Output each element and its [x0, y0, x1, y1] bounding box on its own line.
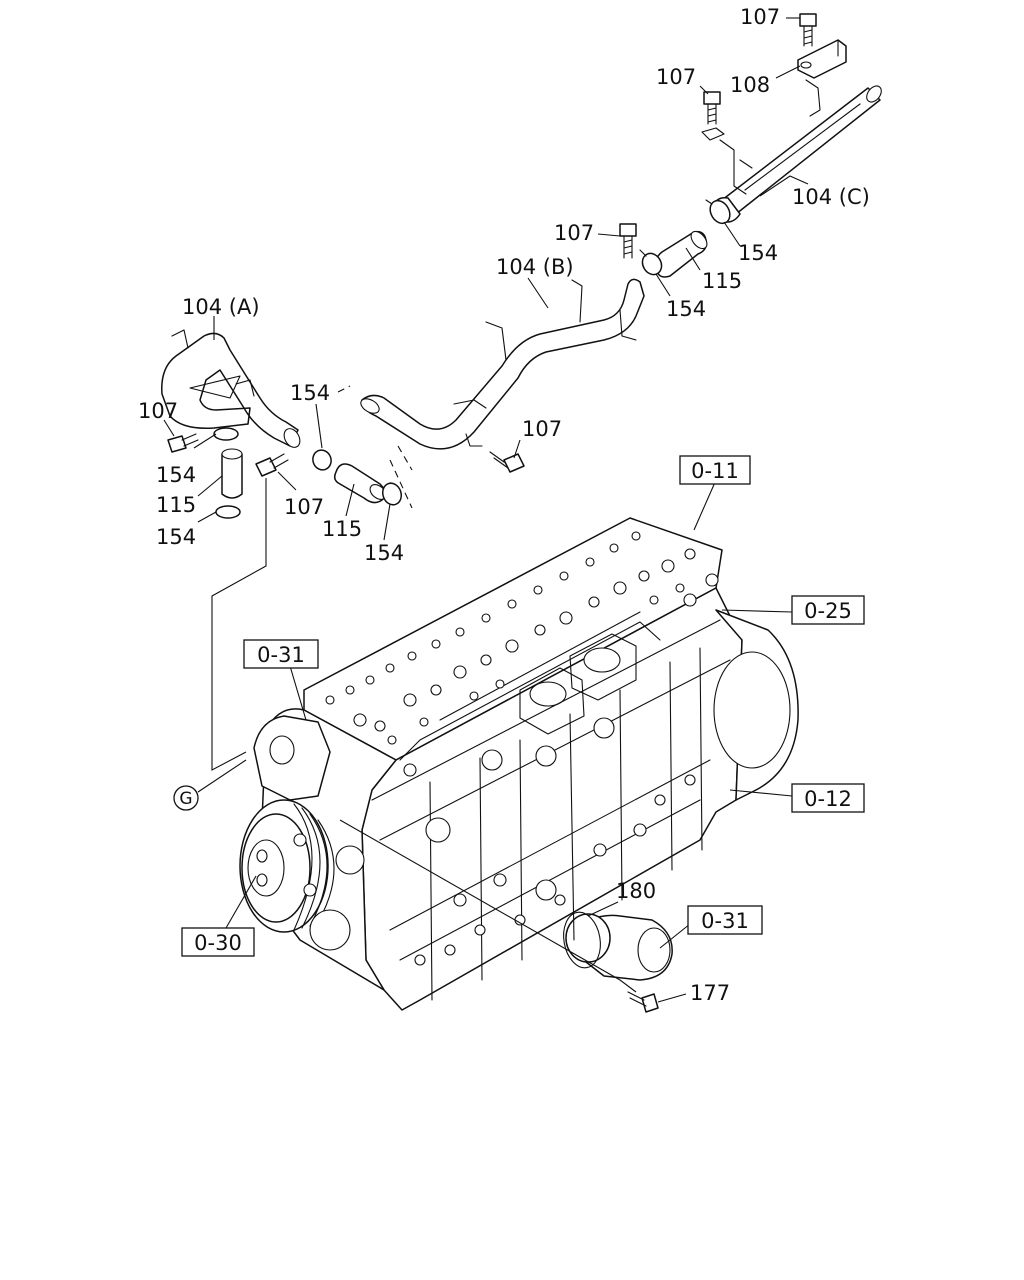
bolt-107-b	[619, 223, 637, 259]
label-154-a-top: 154	[156, 463, 196, 487]
ref-box-0-11: 0-11	[679, 455, 751, 485]
ref-box-0-31-right: 0-31	[687, 905, 763, 935]
pipe-104b	[360, 278, 645, 450]
label-177: 177	[690, 981, 730, 1005]
label-115-b: 115	[702, 269, 742, 293]
label-115-a: 115	[156, 493, 196, 517]
ref-0-25: 0-25	[804, 599, 852, 623]
bolt-107-upper	[701, 91, 725, 141]
clamp-154-upper-right	[705, 199, 731, 225]
label-154-mid-bot: 154	[364, 541, 404, 565]
label-115-mid: 115	[322, 517, 362, 541]
g-marker: G	[173, 785, 199, 811]
label-107-left: 107	[138, 399, 178, 423]
bolt-107-a	[255, 453, 289, 477]
label-154-a-bot: 154	[156, 525, 196, 549]
ref-box-0-25: 0-25	[791, 595, 865, 625]
label-107-upper: 107	[656, 65, 696, 89]
gasket-180	[563, 911, 601, 969]
label-107-a-bolt: 107	[284, 495, 324, 519]
g-leader	[211, 478, 267, 771]
bolt-107-right	[489, 451, 525, 473]
label-154-c: 154	[738, 241, 778, 265]
clamp-154-upper-left	[639, 249, 663, 276]
label-154-mid: 154	[290, 381, 330, 405]
label-104a: 104 (A)	[182, 295, 260, 319]
ref-box-0-30: 0-30	[181, 927, 255, 957]
clamp-154-mid	[312, 449, 332, 471]
pipe-104a	[161, 329, 301, 448]
hose-115-a	[221, 448, 243, 499]
label-107-top: 107	[740, 5, 780, 29]
ref-box-0-12: 0-12	[791, 783, 865, 813]
hose-115-mid	[333, 463, 387, 504]
ref-0-31-left: 0-31	[257, 643, 305, 667]
clamp-154-a-top	[213, 427, 239, 441]
engine-block	[239, 517, 799, 1011]
bracket-108	[797, 39, 847, 79]
bolt-107-top	[799, 13, 817, 47]
bolt-177	[627, 991, 659, 1013]
label-104c: 104 (C)	[792, 185, 870, 209]
ref-0-12: 0-12	[804, 787, 852, 811]
block-holes	[293, 573, 719, 966]
ref-0-30: 0-30	[194, 931, 242, 955]
label-104b: 104 (B)	[496, 255, 574, 279]
assembly-line-b	[337, 385, 413, 509]
bolt-107-left	[167, 433, 199, 453]
head-holes	[325, 531, 696, 745]
clamp-154-a-bot	[215, 505, 241, 519]
ref-box-0-31-left: 0-31	[243, 639, 319, 669]
label-108: 108	[730, 73, 770, 97]
ref-0-11: 0-11	[691, 459, 739, 483]
g-label: G	[179, 789, 192, 809]
ref-0-31-right: 0-31	[701, 909, 749, 933]
leaders	[163, 17, 809, 1003]
clamp-154-mid-bot	[381, 482, 403, 506]
label-107-b: 107	[554, 221, 594, 245]
label-180: 180	[616, 879, 656, 903]
label-154-b: 154	[666, 297, 706, 321]
label-107-right: 107	[522, 417, 562, 441]
